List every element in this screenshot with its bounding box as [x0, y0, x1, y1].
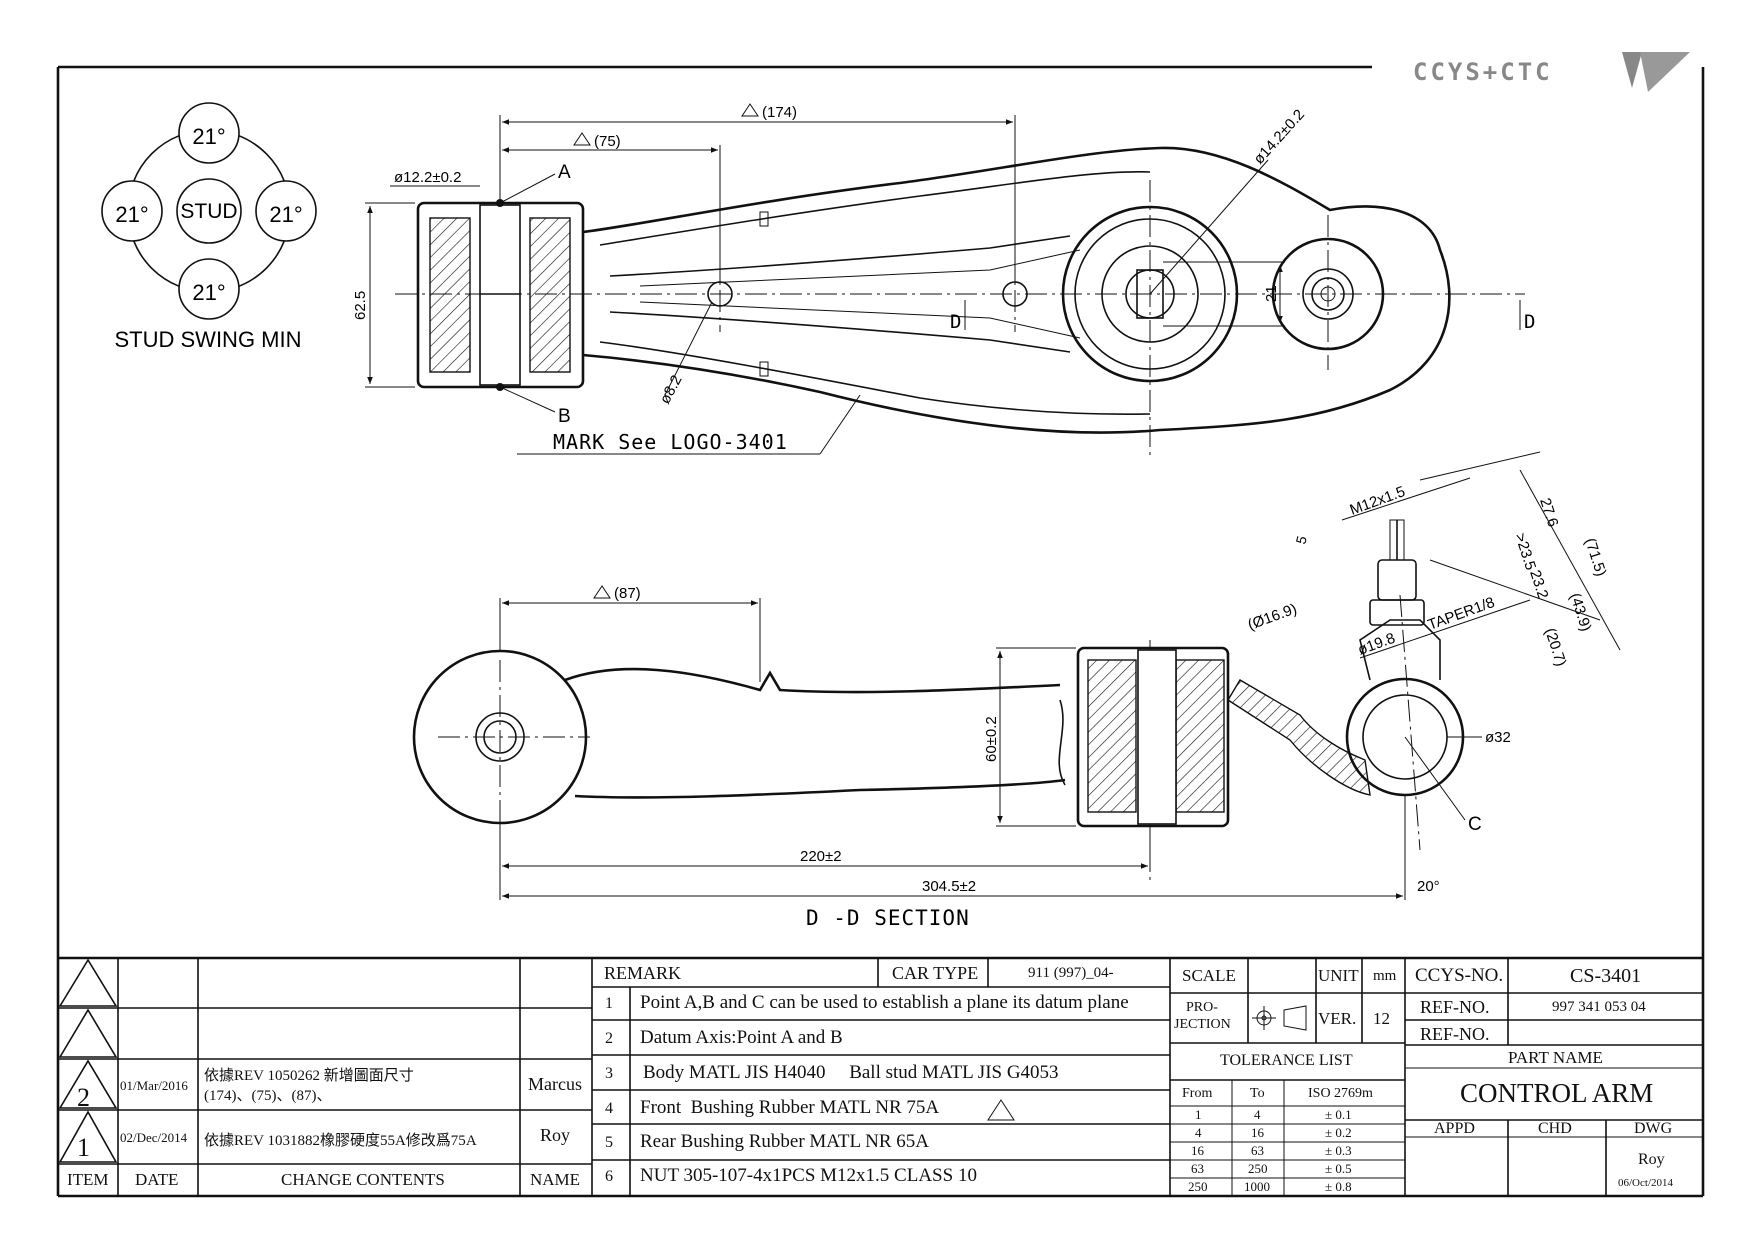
stud-label: STUD [180, 200, 237, 223]
brand-logo: CCYS+CTC [1413, 52, 1690, 92]
dim-23-5: >23.5 [1511, 531, 1539, 572]
dim-12-2: ø12.2±0.2 [394, 169, 461, 186]
dim-304: 304.5±2 [922, 878, 976, 895]
swing-angle-bottom: 21° [192, 280, 225, 305]
point-b: B [558, 406, 571, 427]
top-view: (174) (75) ø12.2±0.2 A B 62.5 ø14.2±0.2 … [352, 103, 1535, 455]
swing-angle-left: 21° [115, 202, 148, 227]
dim-14-2: ø14.2±0.2 [1250, 106, 1308, 168]
dim-220: 220±2 [800, 848, 842, 865]
stud-swing-caption: STUD SWING MIN [115, 327, 302, 352]
section-mark-d-left: D [950, 311, 961, 333]
dim-87: (87) [614, 585, 641, 602]
title-block-grid [58, 956, 1703, 1196]
swing-angle-right: 21° [269, 202, 302, 227]
taper: TAPER1/8 [1426, 594, 1497, 634]
stud-swing-diagram: STUD 21° 21° 21° 21° STUD SWING MIN [101, 102, 317, 352]
brand-text: CCYS+CTC [1413, 58, 1553, 86]
dim-71-5: (71.5) [1581, 536, 1609, 579]
dim-5: 5 [1292, 534, 1310, 546]
dim-20deg: 20° [1417, 878, 1440, 895]
dim-23-2: 23.2 [1526, 568, 1551, 601]
dim-8-2: ø8.2 [657, 372, 686, 406]
dim-75: (75) [594, 133, 621, 150]
dim-16-9: (Ø16.9) [1246, 600, 1300, 633]
drawing-frame [56, 65, 1705, 1198]
point-c: C [1468, 814, 1482, 835]
warning-icon [987, 1099, 1015, 1121]
dim-60: 60±0.2 [983, 716, 1000, 762]
swing-angle-top: 21° [192, 124, 225, 149]
section-view: (87) 60±0.2 220±2 304.5±2 20° C ø32 M12x… [412, 451, 1621, 930]
dim-174: (174) [762, 104, 797, 121]
dim-20-7: (20.7) [1541, 626, 1569, 669]
dim-19-8: ø19.8 [1356, 630, 1398, 659]
dim-m12: M12x1.5 [1348, 483, 1408, 519]
point-a: A [558, 162, 571, 183]
dim-32: ø32 [1485, 729, 1511, 746]
dim-27-6: 27.6 [1536, 496, 1561, 529]
section-title: D -D SECTION [806, 906, 970, 930]
mark-note: MARK See LOGO-3401 [553, 430, 788, 454]
dim-21: 21 [1263, 285, 1280, 302]
section-mark-d-right: D [1524, 311, 1535, 333]
dim-62-5: 62.5 [352, 291, 369, 320]
